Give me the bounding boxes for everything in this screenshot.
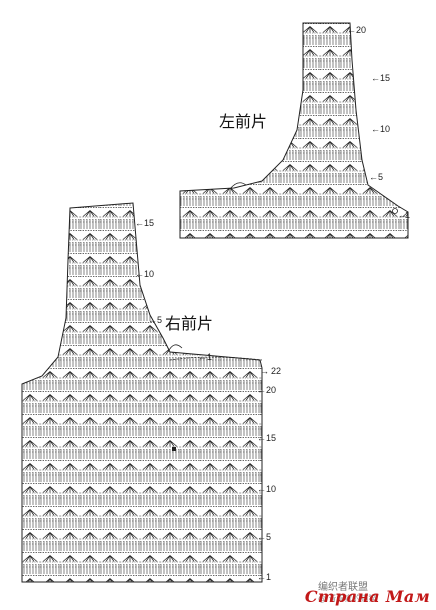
svg-text:15: 15 xyxy=(144,218,154,228)
svg-text:←: ← xyxy=(371,73,380,83)
svg-text:10: 10 xyxy=(266,484,276,494)
right-front-diagram: 右前片 ← 15 ← 10 ← 5 ← 1 → 22 ← 20 ← 15 xyxy=(21,202,281,583)
svg-text:15: 15 xyxy=(266,433,276,443)
right-front-row-label-10: ← 10 xyxy=(257,484,276,494)
site-logo: Страна Мам xyxy=(304,587,430,606)
watermark-line-1: 编织者联盟 xyxy=(318,582,368,593)
svg-text:→: → xyxy=(260,366,269,376)
right-front-row-label-5: ← 5 xyxy=(257,532,271,542)
left-front-row-label-15: ← 15 xyxy=(371,73,390,83)
right-front-row-label-22: → 22 xyxy=(260,366,281,376)
svg-text:←: ← xyxy=(398,210,407,220)
svg-text:←: ← xyxy=(257,484,266,494)
svg-text:←: ← xyxy=(347,25,356,35)
left-front-row-label-10: ← 10 xyxy=(371,124,390,134)
svg-text:10: 10 xyxy=(380,124,390,134)
right-front-armhole-curve xyxy=(167,344,183,353)
svg-text:←: ← xyxy=(369,172,378,182)
left-front-start-marker xyxy=(392,208,398,214)
svg-text:10: 10 xyxy=(144,269,154,279)
right-front-title: 右前片 xyxy=(165,314,213,333)
left-front-row-label-5: ← 5 xyxy=(369,172,383,182)
svg-text:20: 20 xyxy=(356,25,366,35)
svg-text:←: ← xyxy=(198,352,207,362)
right-front-row-label-15-upper: ← 15 xyxy=(135,218,154,228)
right-front-row-label-20: ← 20 xyxy=(257,385,276,395)
right-front-row-label-10-upper: ← 10 xyxy=(135,269,154,279)
svg-text:5: 5 xyxy=(266,532,271,542)
svg-text:22: 22 xyxy=(271,366,281,376)
svg-text:5: 5 xyxy=(378,172,383,182)
svg-text:←: ← xyxy=(257,385,266,395)
left-front-body xyxy=(179,22,409,239)
watermark-line-2: @ 青青家的猫猫 xyxy=(318,594,377,603)
right-front-row-label-1-upper: ← 1 xyxy=(198,352,212,362)
svg-text:←: ← xyxy=(257,433,266,443)
center-marker xyxy=(172,447,176,451)
svg-text:←: ← xyxy=(135,269,144,279)
left-front-row-label-20: ← 20 xyxy=(347,25,366,35)
svg-text:20: 20 xyxy=(266,385,276,395)
right-front-row-label-5-upper: ← 5 xyxy=(148,315,162,325)
svg-text:←: ← xyxy=(148,315,157,325)
svg-text:15: 15 xyxy=(380,73,390,83)
right-front-neck-chain xyxy=(169,356,263,361)
right-front-row-label-1: ← 1 xyxy=(257,572,271,582)
svg-text:←: ← xyxy=(257,572,266,582)
left-front-title: 左前片 xyxy=(219,112,267,131)
left-front-diagram: 左前片 ← 20 ← 15 ← 10 ← 5 ← 1 xyxy=(179,22,410,239)
svg-text:1: 1 xyxy=(207,352,212,362)
right-front-row-label-15: ← 15 xyxy=(257,433,276,443)
svg-text:1: 1 xyxy=(405,210,410,220)
left-front-armhole-curve xyxy=(229,182,247,190)
watermark: 编织者联盟 @ 青青家的猫猫 xyxy=(318,578,377,604)
svg-text:5: 5 xyxy=(157,315,162,325)
svg-text:←: ← xyxy=(135,218,144,228)
left-front-row-label-1: ← 1 xyxy=(398,210,410,220)
svg-text:1: 1 xyxy=(266,572,271,582)
svg-text:←: ← xyxy=(257,532,266,542)
right-front-body xyxy=(21,202,263,583)
svg-text:←: ← xyxy=(371,124,380,134)
